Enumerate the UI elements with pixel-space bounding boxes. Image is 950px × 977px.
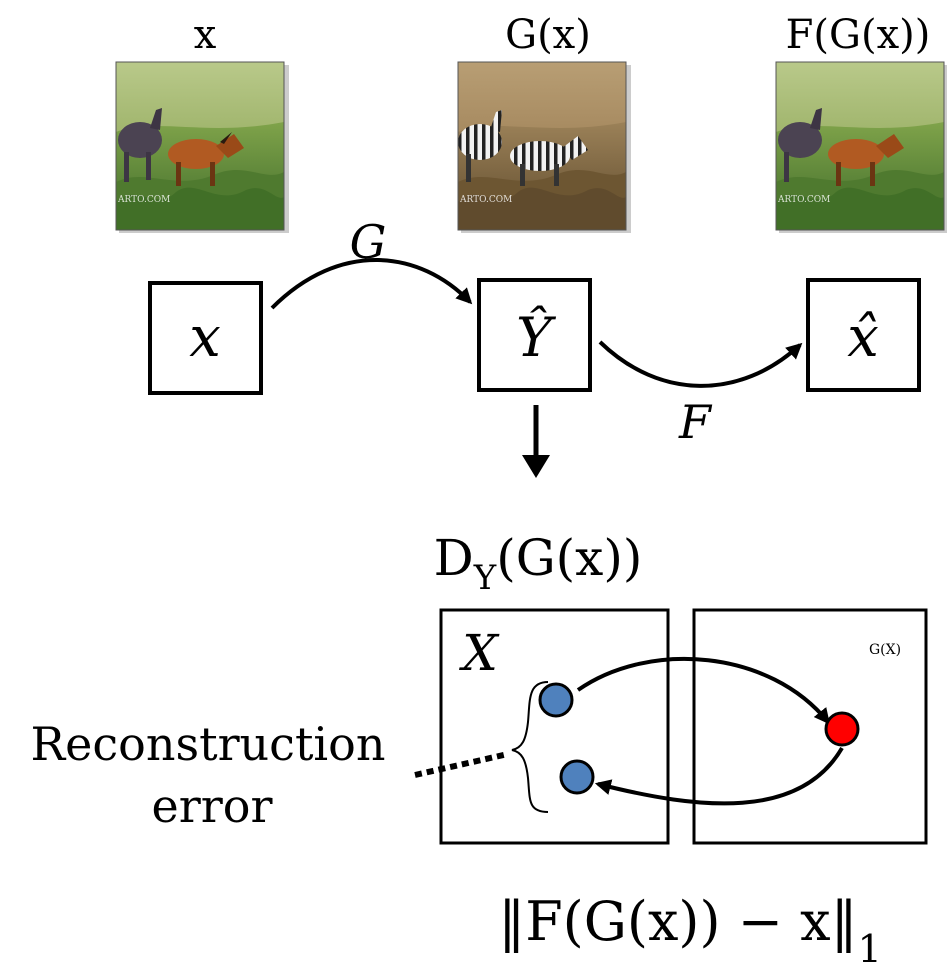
image-label-gx: G(x) (505, 12, 591, 58)
arrow-f-label: F (678, 395, 713, 449)
arrow-g (270, 258, 473, 310)
arrow-f (598, 340, 803, 388)
watermark-text: ARTO.COM (117, 195, 170, 205)
image-horses-reconstructed: ARTO.COM (775, 61, 947, 233)
domain-x-box (439, 608, 670, 845)
arrow-g-label: G (350, 215, 387, 269)
domain-y-label: G(X) (869, 642, 901, 658)
node-yhat-box (477, 278, 592, 392)
point-gx (824, 711, 860, 747)
domain-x-label: X (458, 624, 500, 682)
node-yhat-label: Ŷ (516, 304, 556, 369)
arrow-g-mapping (576, 657, 831, 725)
annotation-line1: Reconstruction (31, 717, 386, 771)
node-xhat-box (806, 278, 921, 392)
zebra-right-icon (510, 136, 588, 186)
watermark-text: ARTO.COM (777, 195, 830, 205)
annotation-line2: error (152, 779, 273, 833)
horse-dark-icon (778, 108, 822, 182)
horse-dark-icon (118, 108, 162, 182)
node-xhat-label: x̂ (847, 305, 879, 370)
node-x-box (148, 281, 263, 395)
zebra-left-icon (458, 110, 502, 182)
image-label-x: x (194, 12, 217, 58)
discriminator-label: DY(G(x)) (434, 529, 643, 598)
domain-y-box (692, 608, 928, 845)
arrow-f-mapping (594, 746, 844, 806)
image-zebras-generated: ARTO.COM (457, 61, 631, 233)
point-x-original (538, 682, 574, 718)
reconstruction-pointer (414, 751, 509, 778)
loss-formula: ‖F(G(x)) − x‖1 (498, 890, 882, 971)
point-x-reconstructed (559, 759, 595, 795)
watermark-text: ARTO.COM (459, 195, 512, 205)
horse-brown-icon (168, 132, 244, 186)
image-horses-input: ARTO.COM (115, 61, 289, 233)
node-x-label: x (189, 305, 221, 370)
reconstruction-brace (511, 681, 549, 813)
image-label-fgx: F(G(x)) (786, 12, 931, 58)
horse-brown-icon (828, 134, 904, 186)
arrow-down-head (522, 455, 550, 478)
